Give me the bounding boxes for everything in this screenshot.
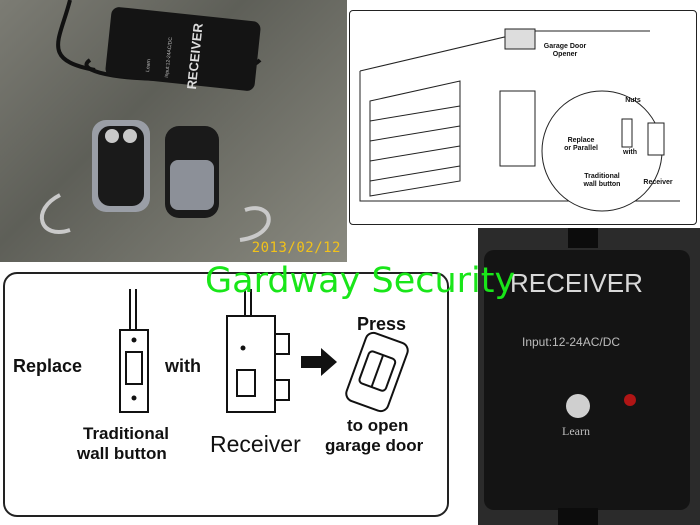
receiver-box-input-label: Input:12-24AC/DC xyxy=(164,36,174,78)
receiver-box xyxy=(105,7,261,91)
product-photo-graphic: RECEIVER Input:12-24AC/DC Learn xyxy=(39,0,271,242)
installation-diagram: Garage Door Opener Nuts Replace or Paral… xyxy=(349,10,697,225)
garage-door-label: garage door xyxy=(325,436,424,455)
wall-button-icon xyxy=(621,118,633,148)
closeup-receiver-title: RECEIVER xyxy=(510,268,643,298)
status-led xyxy=(624,394,636,406)
receiver-mini-icon xyxy=(647,122,665,156)
replace-or-parallel-label: Replace or Parallel xyxy=(564,137,598,152)
replace-label: Replace xyxy=(13,356,83,376)
receiver-closeup-photo: RECEIVER Input:12-24AC/DC Learn xyxy=(478,228,700,525)
product-photo: RECEIVER Input:12-24AC/DC Learn 2013/02/… xyxy=(0,0,347,262)
receiver-label: Receiver xyxy=(210,431,301,457)
closeup-learn-label: Learn xyxy=(562,424,590,438)
watermark-text: Gardway Security xyxy=(205,261,516,301)
with-label: with xyxy=(165,356,201,376)
date-stamp: 2013/02/12 xyxy=(251,240,341,256)
garage-illustration xyxy=(359,28,680,212)
instruction-panel: Replace with Press Traditional wall butt… xyxy=(3,272,449,517)
instruction-illustration xyxy=(119,289,409,413)
traditional-label: Traditional xyxy=(83,424,169,443)
receiver-label: Receiver xyxy=(643,179,673,186)
traditional-wall-button-label: Traditional wall button xyxy=(583,173,621,188)
learn-button xyxy=(566,394,590,418)
receiver-box-label: RECEIVER xyxy=(184,22,206,90)
wall-button-label: wall button xyxy=(77,444,167,463)
to-open-label: to open xyxy=(347,416,409,435)
closeup-input-label: Input:12-24AC/DC xyxy=(522,335,621,349)
receiver-icon xyxy=(226,315,276,413)
press-label: Press xyxy=(357,314,407,334)
nuts-label: Nuts xyxy=(625,97,641,104)
detail-circle xyxy=(541,90,663,212)
arrow-right-icon xyxy=(301,348,337,376)
opener-label: Garage Door Opener xyxy=(543,43,587,58)
receiver-closeup-graphic xyxy=(484,228,690,525)
receiver-box-learn-label: Learn xyxy=(145,59,152,73)
with-label: with xyxy=(623,149,637,156)
